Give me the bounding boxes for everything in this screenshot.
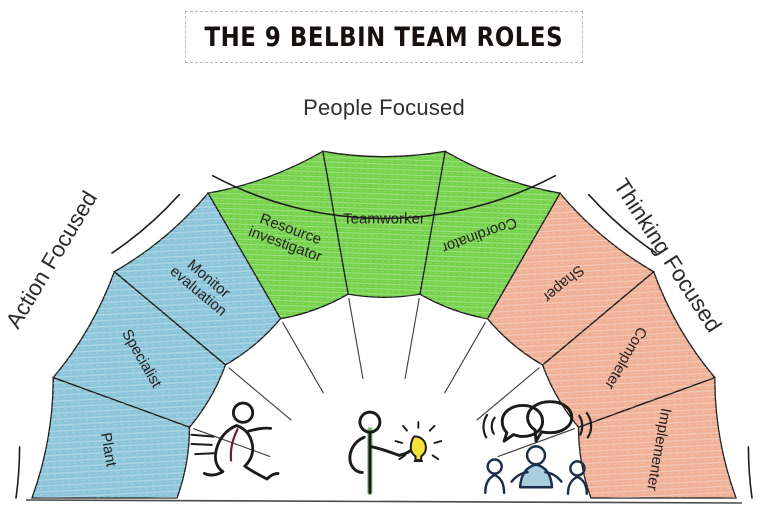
segment-texture xyxy=(114,193,281,365)
segment-texture xyxy=(32,377,190,498)
segment-texture xyxy=(53,271,226,428)
inner-spoke xyxy=(404,297,420,379)
group-bracket xyxy=(15,445,21,499)
segment-label: Teamworker xyxy=(343,211,425,228)
category-label-action: Action Focused xyxy=(1,187,102,333)
baseline xyxy=(25,499,743,504)
bracket-arcs xyxy=(15,174,753,499)
segment-texture xyxy=(419,151,560,319)
group-bracket xyxy=(747,445,753,499)
people-talking-icon xyxy=(482,400,593,496)
inner-spoke xyxy=(348,297,364,379)
wheel-segments xyxy=(31,150,737,499)
segment-texture xyxy=(542,271,715,428)
segment-texture xyxy=(322,151,446,298)
inner-spoke xyxy=(444,321,486,394)
title-box: THE 9 BELBIN TEAM ROLES xyxy=(185,11,583,63)
inner-spoke xyxy=(476,367,540,421)
group-bracket xyxy=(111,193,181,254)
inner-spoke xyxy=(282,321,324,394)
group-bracket xyxy=(587,193,657,254)
category-label-people: People Focused xyxy=(303,95,465,120)
lightbulb-person-icon xyxy=(348,410,443,496)
group-bracket xyxy=(211,174,557,220)
running-person-icon xyxy=(190,401,280,481)
page-title: THE 9 BELBIN TEAM ROLES xyxy=(204,21,564,53)
segment-label: Plant xyxy=(97,431,120,468)
category-label-action-text: Action Focused xyxy=(1,187,102,333)
inner-spoke xyxy=(228,367,292,421)
segment-texture xyxy=(578,377,736,498)
segment-texture xyxy=(208,151,349,319)
segment-texture xyxy=(487,193,654,365)
